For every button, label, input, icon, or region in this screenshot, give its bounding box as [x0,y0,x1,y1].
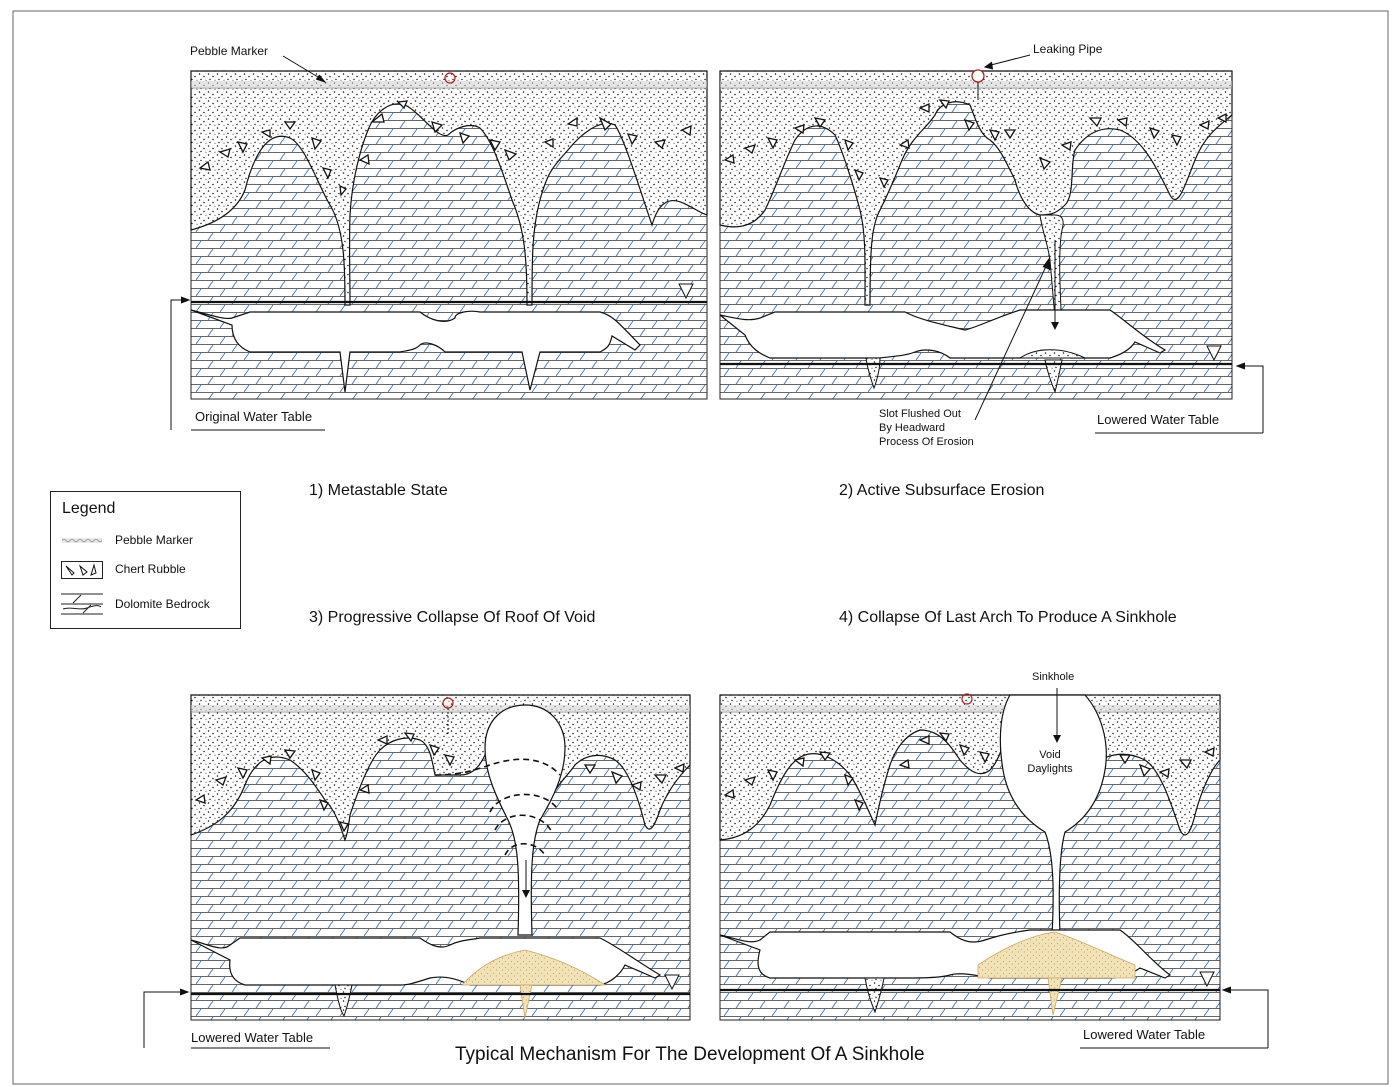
void [190,309,641,393]
sinkhole-label: Sinkhole [1032,671,1075,683]
pipe-marker [971,69,985,83]
legend-item-pebble-marker: Pebble Marker [115,533,194,547]
slot-flushed-line-1: Slot Flushed Out [879,408,961,420]
water-table-symbol [1206,345,1222,362]
legend-item-dolomite-bedrock: Dolomite Bedrock [115,597,210,611]
legend-box: Legend Pebble Marker Chert Rubble Dolomi… [50,491,241,629]
pebble-marker-symbol [62,538,102,543]
legend-item-chert-rubble: Chert Rubble [115,562,186,576]
panel-2-active-subsurface-erosion [719,69,1233,400]
collapse-dome [484,704,566,936]
soil-mantle [190,70,708,306]
water-table-symbol [678,283,694,300]
void-daylights-line-1: Void [1039,749,1061,761]
water-table-symbol [1199,971,1215,988]
lowered-water-table-label-4: Lowered Water Table [1083,1027,1206,1042]
void-daylights-label: Void Daylights [1024,748,1076,776]
caption-step-1: 1) Metastable State [309,482,448,499]
callout-lines [143,54,1269,1049]
slot-flushed-label: Slot Flushed Out By Headward Process Of … [879,407,974,449]
panel-3-progressive-collapse [190,694,691,1021]
panel-4-sinkhole [719,688,1221,1021]
page-frame [12,10,1389,1085]
caption-step-2: 2) Active Subsurface Erosion [839,482,1045,499]
caption-step-3: 3) Progressive Collapse Of Roof Of Void [309,609,596,626]
diagram-title: Typical Mechanism For The Development Of… [455,1044,925,1065]
water-table-symbol [664,974,680,991]
pebble-marker-label: Pebble Marker [190,44,269,58]
slot-flushed-line-3: Process Of Erosion [879,436,974,448]
soil-plug [1039,214,1064,331]
pipe-marker [961,693,973,705]
lowered-water-table-label-2: Lowered Water Table [1097,412,1220,427]
original-water-table-label: Original Water Table [195,409,313,424]
collapsed-debris [977,931,1136,979]
debris-mound [1018,349,1086,359]
soil-mantle [719,70,1233,306]
leaking-pipe-label: Leaking Pipe [1033,42,1103,56]
caption-step-4: 4) Collapse Of Last Arch To Produce A Si… [839,609,1177,626]
dolomite-bedrock-symbol [61,593,103,615]
slot-flushed-line-2: By Headward [879,422,946,434]
chert-rubble-symbol [61,561,103,579]
panel-1-metastable-state [190,70,708,400]
pipe-marker [444,72,456,84]
collapsed-debris [461,949,607,986]
void-daylights-line-2: Daylights [1027,763,1073,775]
legend-title: Legend [62,500,116,517]
lowered-water-table-label-3: Lowered Water Table [191,1030,314,1045]
